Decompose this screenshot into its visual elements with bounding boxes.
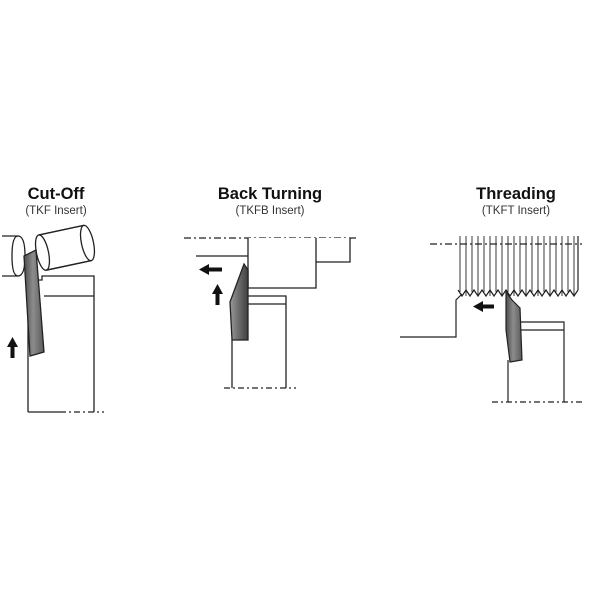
threading-left-arrow-icon bbox=[473, 301, 494, 312]
back-turning-subtitle: (TKFB Insert) bbox=[235, 205, 305, 217]
threading-holder bbox=[492, 321, 584, 403]
threading-thread-profile bbox=[457, 288, 579, 298]
threading-thread-lines bbox=[459, 236, 575, 296]
back-turning-title: Back Turning bbox=[217, 185, 323, 203]
cut-off-slug bbox=[34, 224, 96, 271]
cut-off-insert bbox=[23, 248, 45, 357]
cut-off-feed-arrow-icon bbox=[7, 337, 18, 358]
threading-shoulder bbox=[400, 293, 463, 338]
threading-title: Threading bbox=[476, 185, 556, 203]
cut-off-subtitle: (TKF Insert) bbox=[25, 205, 87, 217]
back-turning-workpiece bbox=[184, 237, 356, 289]
back-turning-left-arrow-icon bbox=[199, 264, 222, 275]
cut-off-bar-stock bbox=[2, 235, 26, 277]
threading-insert bbox=[505, 290, 523, 363]
threading-subtitle: (TKFT Insert) bbox=[481, 205, 551, 217]
back-turning-up-arrow-icon bbox=[212, 284, 223, 305]
threading-drawing bbox=[400, 236, 584, 403]
cut-off-title: Cut-Off bbox=[27, 185, 85, 203]
back-turning-insert bbox=[229, 262, 249, 341]
back-turning-drawing bbox=[184, 237, 356, 389]
cut-off-drawing bbox=[2, 224, 104, 413]
